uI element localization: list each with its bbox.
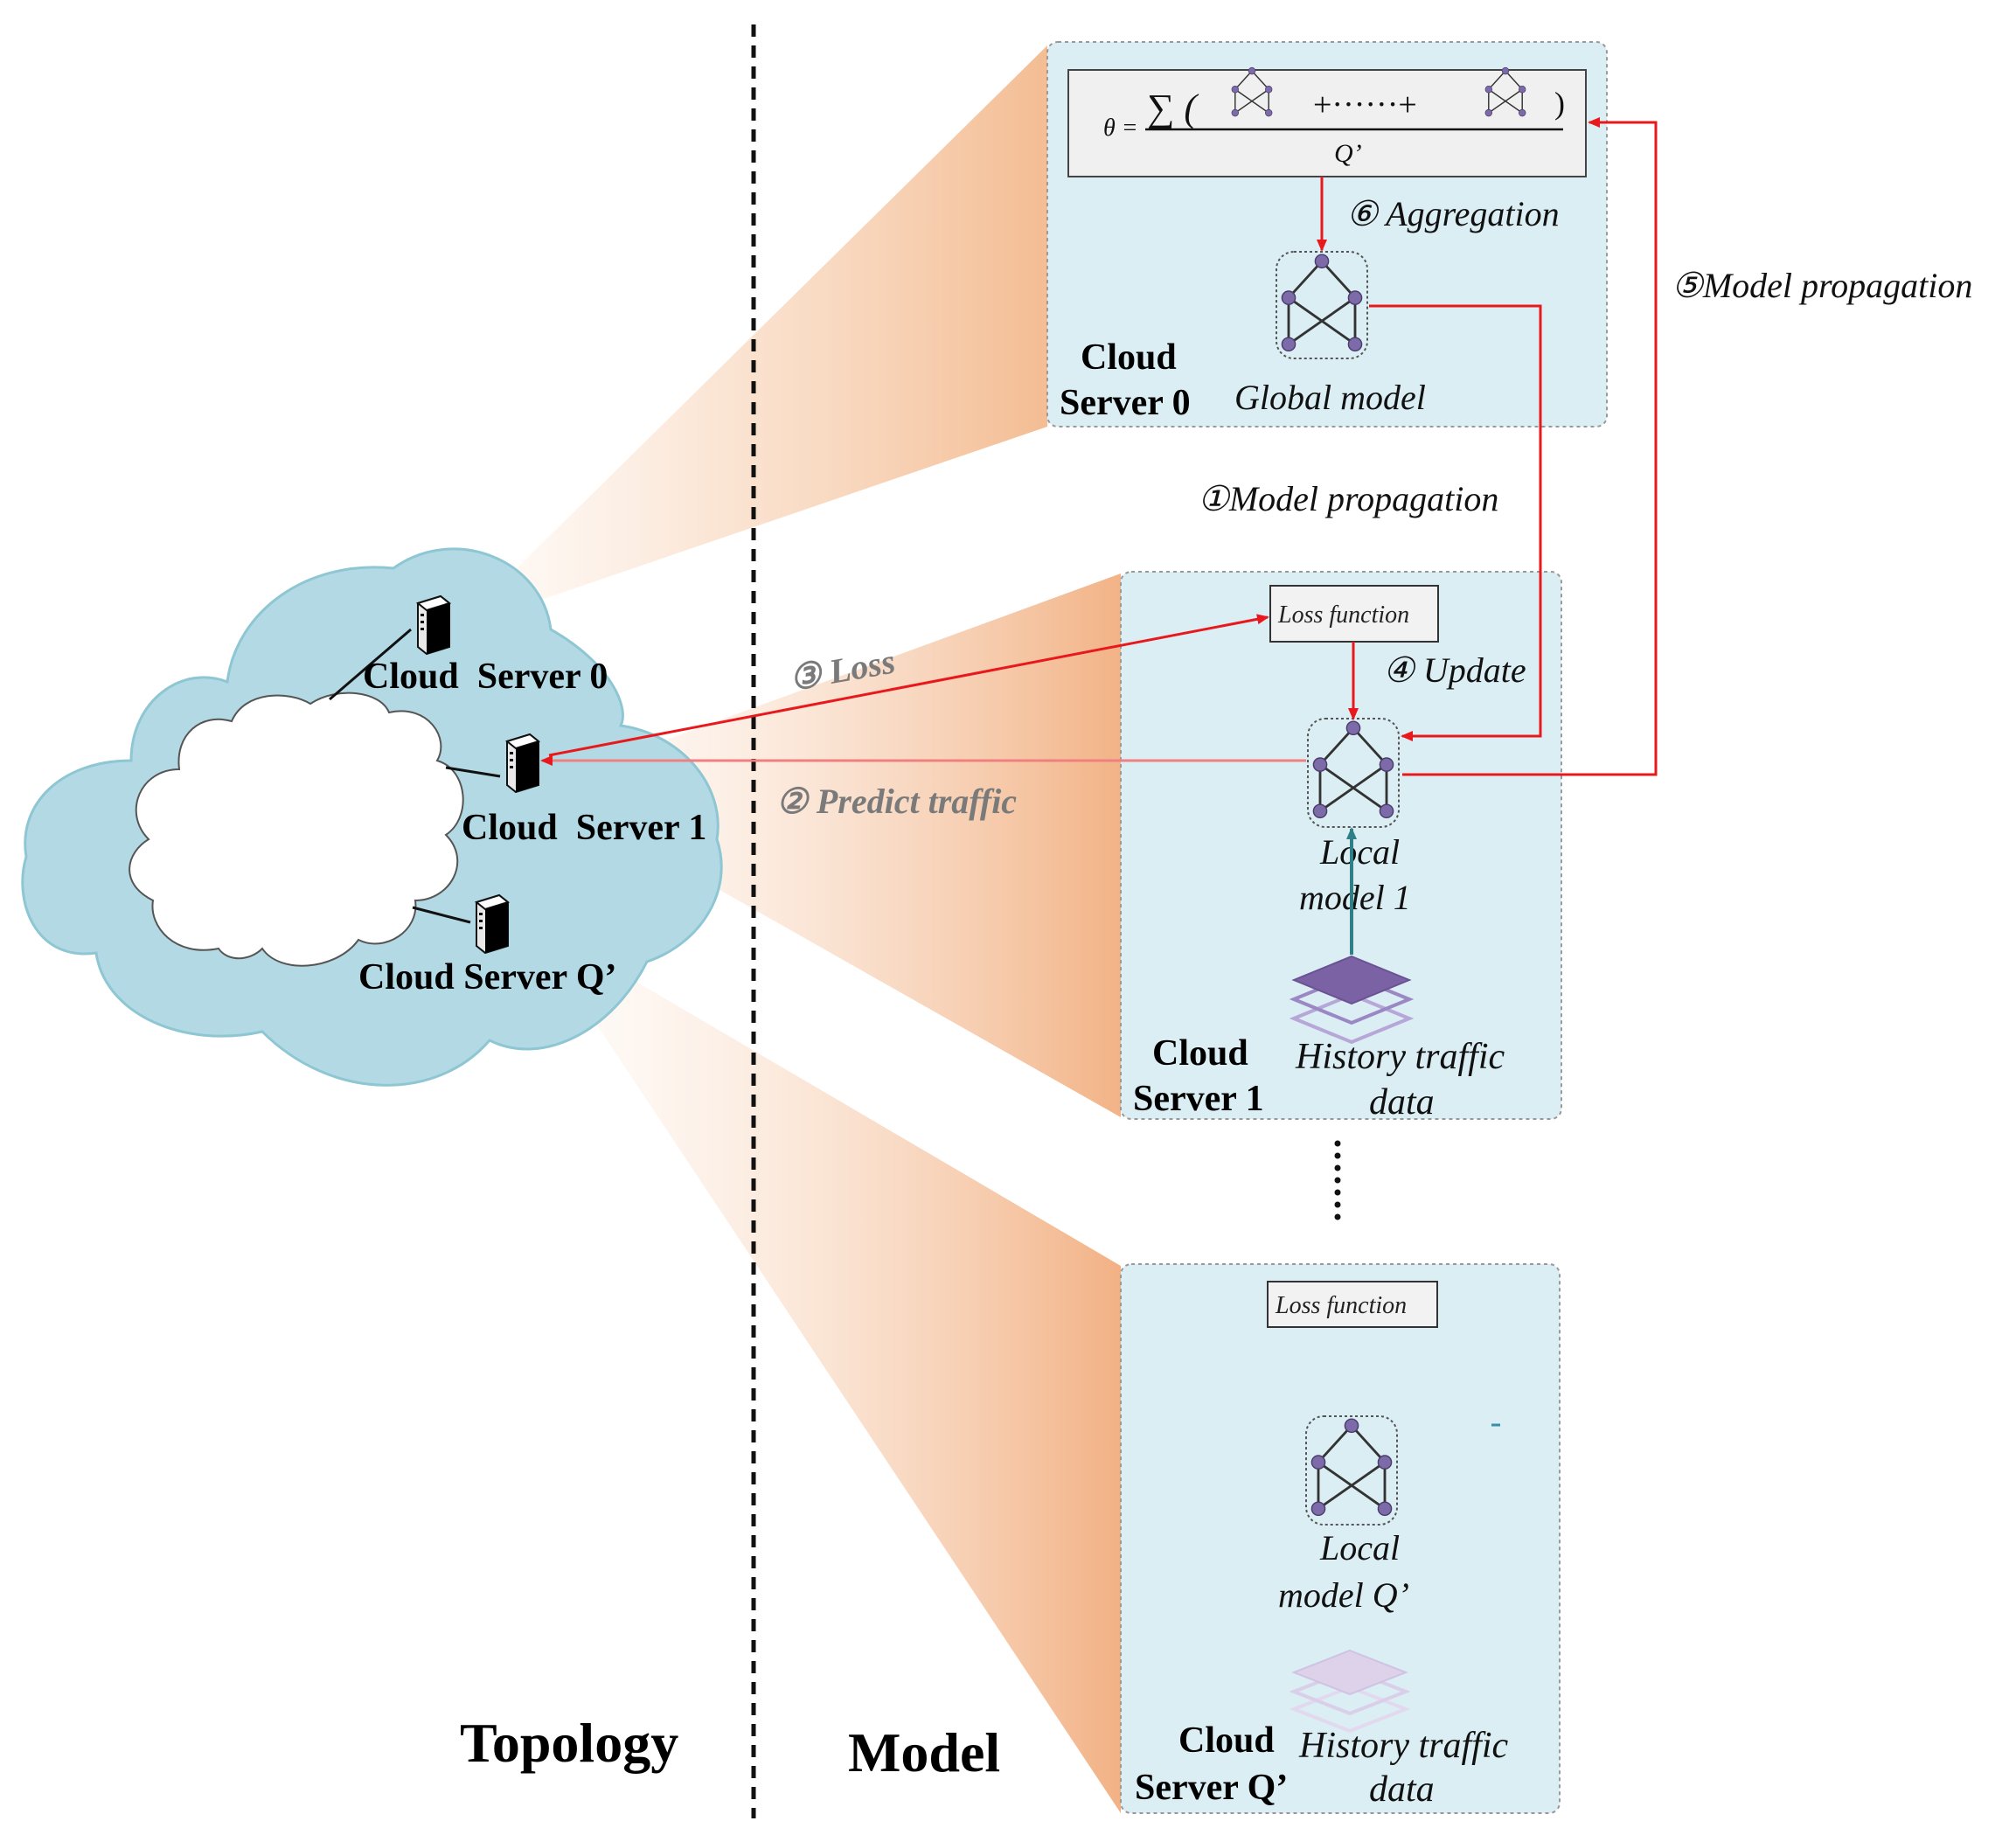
step1-label: ①Model propagation <box>1198 479 1498 518</box>
server1-data-line1: History traffic <box>1295 1037 1505 1077</box>
server0-icon <box>417 595 450 655</box>
serverQ-data-line1: History traffic <box>1298 1726 1509 1766</box>
step5-label: ⑤Model propagation <box>1672 266 1972 305</box>
panel-server1-title-line1: Cloud <box>1152 1033 1248 1074</box>
topology-server0-label: Cloud Server 0 <box>363 657 608 697</box>
inner-cloud-shape <box>129 692 464 967</box>
panel-server0-title-line1: Cloud <box>1081 337 1177 378</box>
formula-theta: θ = <box>1103 115 1138 142</box>
arrow-step3-loss <box>548 614 1269 757</box>
panel-server1-title-line2: Server 1 <box>1133 1079 1264 1119</box>
local-model1-line1: Local <box>1319 832 1400 872</box>
topology-serverQ-label: Cloud Server Q’ <box>358 957 617 997</box>
step4-update-label: ④ Update <box>1383 650 1526 690</box>
formula-box <box>1067 69 1587 177</box>
panel-serverQ-title-line1: Cloud <box>1178 1720 1275 1761</box>
panel-serverQ-title-line2: Server Q’ <box>1135 1768 1288 1808</box>
global-model-frame <box>1276 251 1368 359</box>
panel-server1: Loss function ④ Update Local model 1 His… <box>1120 571 1562 1123</box>
server1-data-stack-icon <box>1289 955 1415 1045</box>
server1-data-line2: data <box>1369 1082 1435 1123</box>
formula-denominator: Q’ <box>1334 139 1362 168</box>
step2-label: ② Predict traffic <box>776 782 1017 821</box>
beam-server1 <box>538 573 1121 1117</box>
local-modelQ-line2: model Q’ <box>1278 1575 1409 1615</box>
server1-icon <box>506 733 539 793</box>
server1-loss-label: Loss function <box>1277 601 1409 629</box>
serverQ-data-stack-icon <box>1289 1649 1411 1734</box>
serverQ-icon <box>476 894 509 954</box>
cloud-topology: Cloud Server 0 Cloud Server 1 Cloud Serv… <box>21 547 723 1087</box>
link-server0 <box>329 628 412 701</box>
more-servers-ellipsis <box>1334 1140 1341 1220</box>
local-modelQ-frame <box>1305 1415 1398 1526</box>
serverQ-loss-label: Loss function <box>1275 1292 1407 1319</box>
section-title-model: Model <box>848 1721 1000 1783</box>
formula-dots: +······+ <box>1313 87 1417 123</box>
local-modelQ-line1: Local <box>1319 1528 1400 1567</box>
formula-sum: ∑ ( <box>1147 87 1199 129</box>
panel-serverQ-box <box>1120 1263 1561 1814</box>
topology-server1-label: Cloud Server 1 <box>462 808 706 848</box>
step6-aggregation-label: ⑥ Aggregation <box>1346 194 1560 233</box>
panel-server0-title-line2: Server 0 <box>1060 383 1191 423</box>
panel-serverQ: Loss function Local model Q’ History tra… <box>1120 1263 1561 1814</box>
local-model1-line2: model 1 <box>1299 878 1411 917</box>
arrow-step1-model-propagation <box>1369 304 1542 741</box>
link-server1 <box>445 766 501 778</box>
beam-server0 <box>455 45 1047 629</box>
formula-close: ) <box>1554 86 1565 121</box>
section-title-topology: Topology <box>460 1712 678 1774</box>
global-model-label: Global model <box>1234 378 1426 417</box>
serverQ-loss-box <box>1267 1281 1438 1328</box>
flow-arrows <box>540 117 1658 955</box>
beam-serverQ <box>525 916 1121 1813</box>
link-serverQ <box>412 906 471 924</box>
arrow-step5-model-propagation <box>1402 117 1658 776</box>
panel-server1-box <box>1120 571 1562 1120</box>
server1-loss-box <box>1269 585 1439 643</box>
panel-server0: θ = ∑ ( +······+ ) Q’ ⑥ Aggregation Glob… <box>1046 41 1608 427</box>
serverQ-data-line2: data <box>1369 1769 1435 1810</box>
